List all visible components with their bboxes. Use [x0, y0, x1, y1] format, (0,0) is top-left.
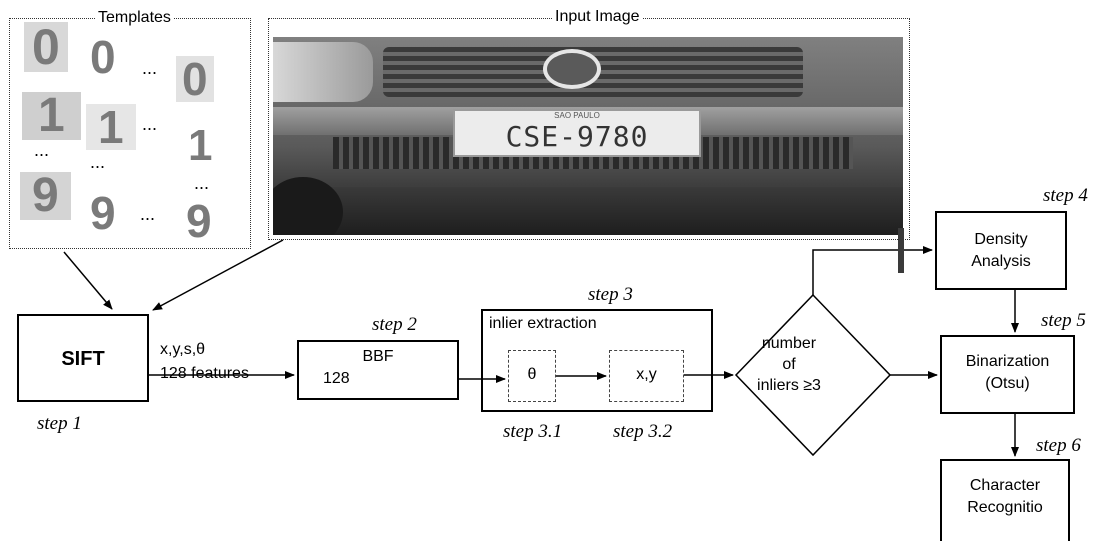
car-wheel [273, 177, 343, 235]
arrow-decision-to-density [812, 246, 933, 295]
density-line-2: Analysis [971, 253, 1031, 270]
template-digit-0-b: 0 [90, 31, 116, 83]
car-headlight-left [273, 42, 373, 102]
template-digit-1-a: 1 [22, 92, 81, 140]
sift-label: SIFT [61, 348, 105, 370]
recognition-line-2: Recognitio [967, 499, 1043, 516]
image-edge-mark [898, 228, 904, 273]
car-photo: SAO PAULO CSE-9780 [273, 37, 903, 235]
template-digit-9-a: 9 [20, 172, 71, 220]
car-road [273, 187, 903, 235]
template-ellipsis: ... [90, 152, 106, 172]
template-digit-1-b: 1 [86, 104, 136, 150]
template-ellipsis: ... [194, 173, 210, 193]
template-ellipsis: ... [140, 204, 156, 224]
template-digit-1-c: 1 [188, 121, 213, 170]
binarization-box: Binarization (Otsu) [940, 335, 1075, 414]
decision-line-1: number [761, 335, 817, 352]
density-line-1: Density [974, 231, 1028, 248]
binarization-line-1: Binarization [965, 353, 1050, 370]
sift-box: SIFT [17, 314, 149, 402]
xy-box: x,y [609, 350, 684, 402]
xy-label: x,y [636, 366, 657, 383]
decision-line-2: of [782, 356, 796, 373]
step-5-label: step 5 [1041, 310, 1086, 331]
template-digit-0-c: 0 [176, 56, 214, 102]
step-3-label: step 3 [588, 284, 633, 305]
license-plate: SAO PAULO CSE-9780 [453, 109, 701, 157]
sift-output-params: x,y,s,θ [160, 341, 206, 358]
step-3-1-label: step 3.1 [503, 421, 563, 442]
inlier-extraction-label: inlier extraction [489, 315, 597, 332]
step-4-label: step 4 [1043, 185, 1088, 206]
template-digit-9-c: 9 [186, 195, 212, 247]
recognition-line-1: Character [969, 477, 1041, 494]
template-ellipsis: ... [142, 58, 158, 78]
decision-line-3: inliers ≥3 [757, 377, 821, 394]
template-digit-9-b: 9 [90, 187, 116, 239]
arrow-templates-to-sift [63, 251, 113, 310]
templates-title: Templates [96, 9, 173, 27]
step-1-label: step 1 [37, 413, 82, 434]
binarization-line-2: (Otsu) [985, 375, 1030, 392]
density-analysis-box: Density Analysis [935, 211, 1067, 290]
bbf-label: BBF [362, 348, 394, 365]
sift-output-features: 128 features [160, 365, 249, 382]
template-ellipsis: ... [34, 140, 50, 160]
arrow-image-to-sift [152, 239, 284, 311]
decision-text: number of inliers ≥3 [749, 333, 829, 396]
bbf-box: BBF 128 [297, 340, 459, 400]
theta-box: θ [508, 350, 556, 402]
inlier-extraction-box: inlier extraction [481, 309, 713, 412]
vw-logo [543, 49, 601, 89]
template-digit-0-a: 0 [24, 22, 68, 72]
step-3-2-label: step 3.2 [613, 421, 673, 442]
decision-diamond [734, 293, 892, 457]
step-6-label: step 6 [1036, 435, 1081, 456]
bbf-sub-label: 128 [323, 370, 350, 387]
theta-label: θ [527, 366, 537, 383]
character-recognition-box: Character Recognitio [940, 459, 1070, 541]
step-2-label: step 2 [372, 314, 417, 335]
template-ellipsis: ... [142, 114, 158, 134]
license-plate-top-text: SAO PAULO [554, 111, 600, 120]
input-image-title: Input Image [553, 8, 642, 26]
license-plate-text: CSE-9780 [505, 120, 649, 153]
